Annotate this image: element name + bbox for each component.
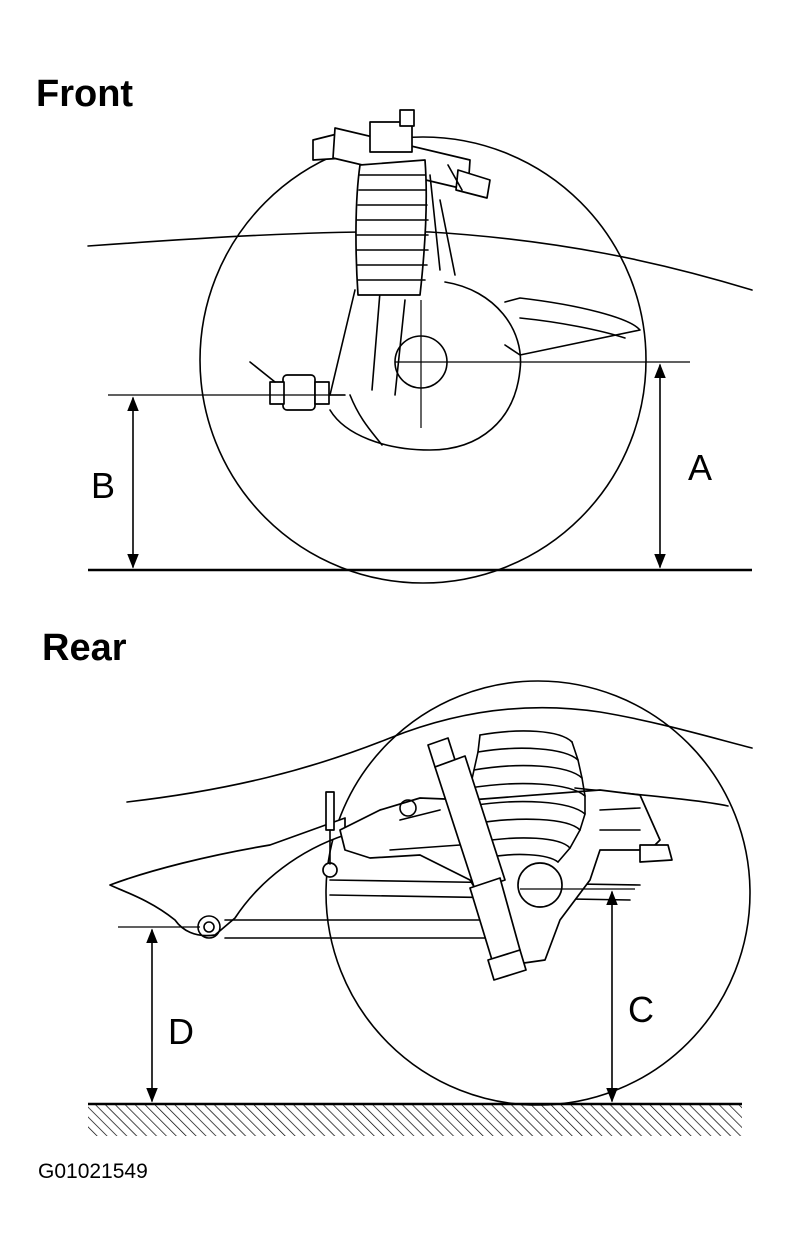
rear-coil-spring	[469, 730, 586, 863]
dimension-b-label: B	[91, 465, 115, 506]
front-heading: Front	[36, 73, 133, 115]
dimension-c-label: C	[628, 989, 654, 1030]
rear-shock-absorber	[427, 737, 527, 981]
dimension-d-label: D	[168, 1011, 194, 1052]
front-knuckle	[329, 289, 406, 446]
front-body-line	[87, 230, 753, 291]
front-tie-rod-lower	[519, 317, 626, 339]
front-disc	[329, 281, 522, 451]
rear-height-sensor	[322, 791, 338, 878]
dimension-a-label: A	[688, 447, 712, 488]
front-view: Front	[36, 73, 753, 584]
front-strut	[312, 109, 491, 296]
rear-arm-pivot-inner	[203, 921, 215, 933]
rear-body-line	[126, 706, 753, 803]
rear-heading: Rear	[42, 627, 127, 669]
rear-view: Rear	[42, 627, 753, 1136]
front-wheel	[199, 136, 647, 584]
front-lower-arm-bushing	[249, 361, 346, 411]
front-tie-rod	[504, 297, 641, 356]
rear-ground	[88, 1104, 742, 1136]
rear-trailing-arm	[109, 817, 346, 937]
rear-axle-center	[517, 862, 563, 908]
figure-code: G01021549	[38, 1160, 148, 1183]
rear-control-rod	[224, 879, 641, 939]
